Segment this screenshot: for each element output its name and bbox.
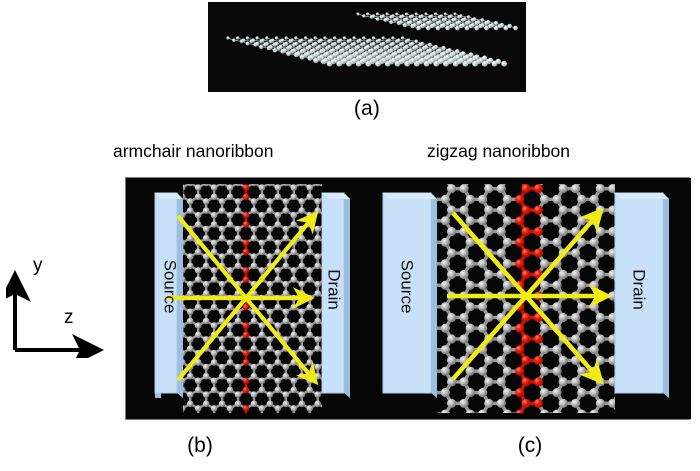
zigzag-device-svg [369,178,691,419]
panel-b-transport-arrows [166,210,319,386]
transport-arrow-up-left [176,214,248,300]
panel-c-transport-arrows [447,207,613,385]
panel-b-title: armchair nanoribbon [113,141,274,161]
panel-b-drain-label: Drain [324,269,344,310]
panel-c-caption: (c) [517,434,543,457]
panel-a-graphene-render [208,2,526,92]
transport-arrow-up-right [244,210,319,300]
axis-label-z: z [64,307,74,328]
panel-b-source-label: Source [160,259,180,314]
bilayer-graphene-3d-svg [208,2,526,92]
panel-b-armchair-device: Source Drain [126,178,369,419]
panel-a-caption: (a) [353,97,381,120]
transport-arrow-down-right [244,296,319,386]
panel-b-caption: (b) [187,434,213,457]
panel-c-title: zigzag nanoribbon [427,141,571,161]
transport-arrow-down-left [176,296,248,382]
panel-c-source-label: Source [397,259,417,314]
transport-arrow-down-right [524,294,604,385]
transport-arrow-up-left [451,211,528,298]
axis-label-y: y [33,255,43,276]
panel-b-source-electrode [154,192,183,398]
coordinate-axes: y z [6,255,118,358]
panel-c-drain-electrode [614,192,669,398]
panel-c-zigzag-device: Source Drain [369,178,691,419]
armchair-device-svg [126,178,369,419]
panel-b-drain-electrode [321,192,350,398]
axes-svg [6,270,104,358]
transport-arrow-down-left [451,294,528,381]
panel-c-source-electrode [382,192,437,398]
device-panels-canvas: Source Drain [125,177,691,420]
transport-arrow-up-right [524,207,604,298]
panel-c-drain-label: Drain [629,269,649,310]
